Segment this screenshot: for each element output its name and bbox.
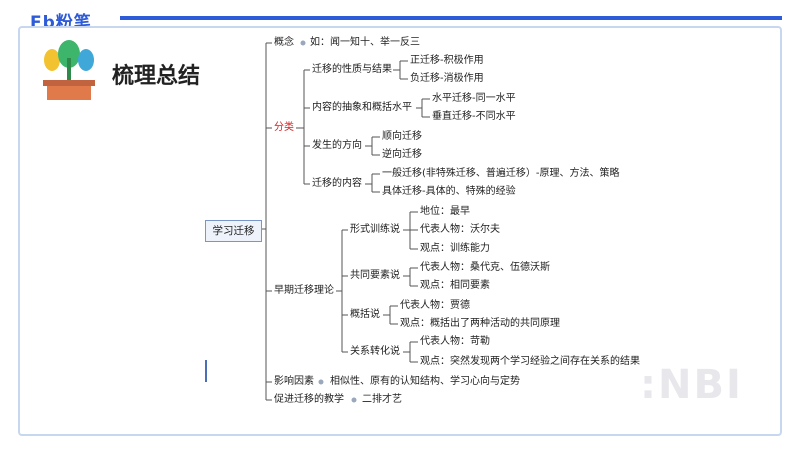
node-teaching: 促进迁移的教学: [274, 394, 344, 405]
header-accent-bar: [120, 16, 782, 20]
watermark: :NBI: [640, 362, 743, 408]
plant-pot-icon: [43, 40, 95, 100]
group-level: 内容的抽象和概括水平: [312, 102, 412, 113]
leaf: 代表人物：桑代克、伍德沃斯: [420, 262, 550, 273]
leaf: 逆向迁移: [382, 149, 422, 160]
theory-formal-discipline: 形式训练说: [350, 224, 400, 235]
leaf: 观点：概括出了两种活动的共同原理: [400, 318, 560, 329]
node-classification: 分类: [274, 122, 294, 133]
node-concept: 概念: [274, 37, 294, 48]
theory-generalization: 概括说: [350, 309, 380, 320]
leaf: 观点：相同要素: [420, 280, 490, 291]
marker-bar: [205, 360, 207, 382]
leaf: 负迁移-消极作用: [410, 73, 484, 84]
leaf: 观点：突然发现两个学习经验之间存在关系的结果: [420, 356, 640, 367]
leaf: 水平迁移-同一水平: [432, 93, 516, 104]
leaf: 具体迁移-具体的、特殊的经验: [382, 186, 516, 197]
leaf: 代表人物：贾德: [400, 300, 470, 311]
group-nature: 迁移的性质与结果: [312, 64, 392, 75]
root-node: 学习迁移: [205, 220, 262, 242]
theory-transposition: 关系转化说: [350, 346, 400, 357]
factors-content: 相似性、原有的认知结构、学习心向与定势: [330, 376, 520, 387]
leaf: 一般迁移(非特殊迁移、普遍迁移）-原理、方法、策略: [382, 168, 620, 179]
node-factors: 影响因素: [274, 376, 314, 387]
leaf: 垂直迁移-不同水平: [432, 111, 516, 122]
leaf: 代表人物：苛勒: [420, 336, 490, 347]
slide-title: 梳理总结: [112, 64, 201, 89]
teaching-content: 二排才艺: [362, 394, 402, 405]
leaf: 正迁移-积极作用: [410, 55, 484, 66]
leaf: 代表人物：沃尔夫: [420, 224, 500, 235]
leaf: 观点：训练能力: [420, 243, 490, 254]
leaf: 顺向迁移: [382, 131, 422, 142]
group-content: 迁移的内容: [312, 178, 362, 189]
leaf: 地位：最早: [420, 206, 470, 217]
theory-identical-elements: 共同要素说: [350, 270, 400, 281]
node-early-theories: 早期迁移理论: [274, 285, 334, 296]
slide-frame: [18, 26, 782, 436]
concept-content: 如：闻一知十、举一反三: [310, 37, 420, 48]
group-direction: 发生的方向: [312, 140, 362, 151]
